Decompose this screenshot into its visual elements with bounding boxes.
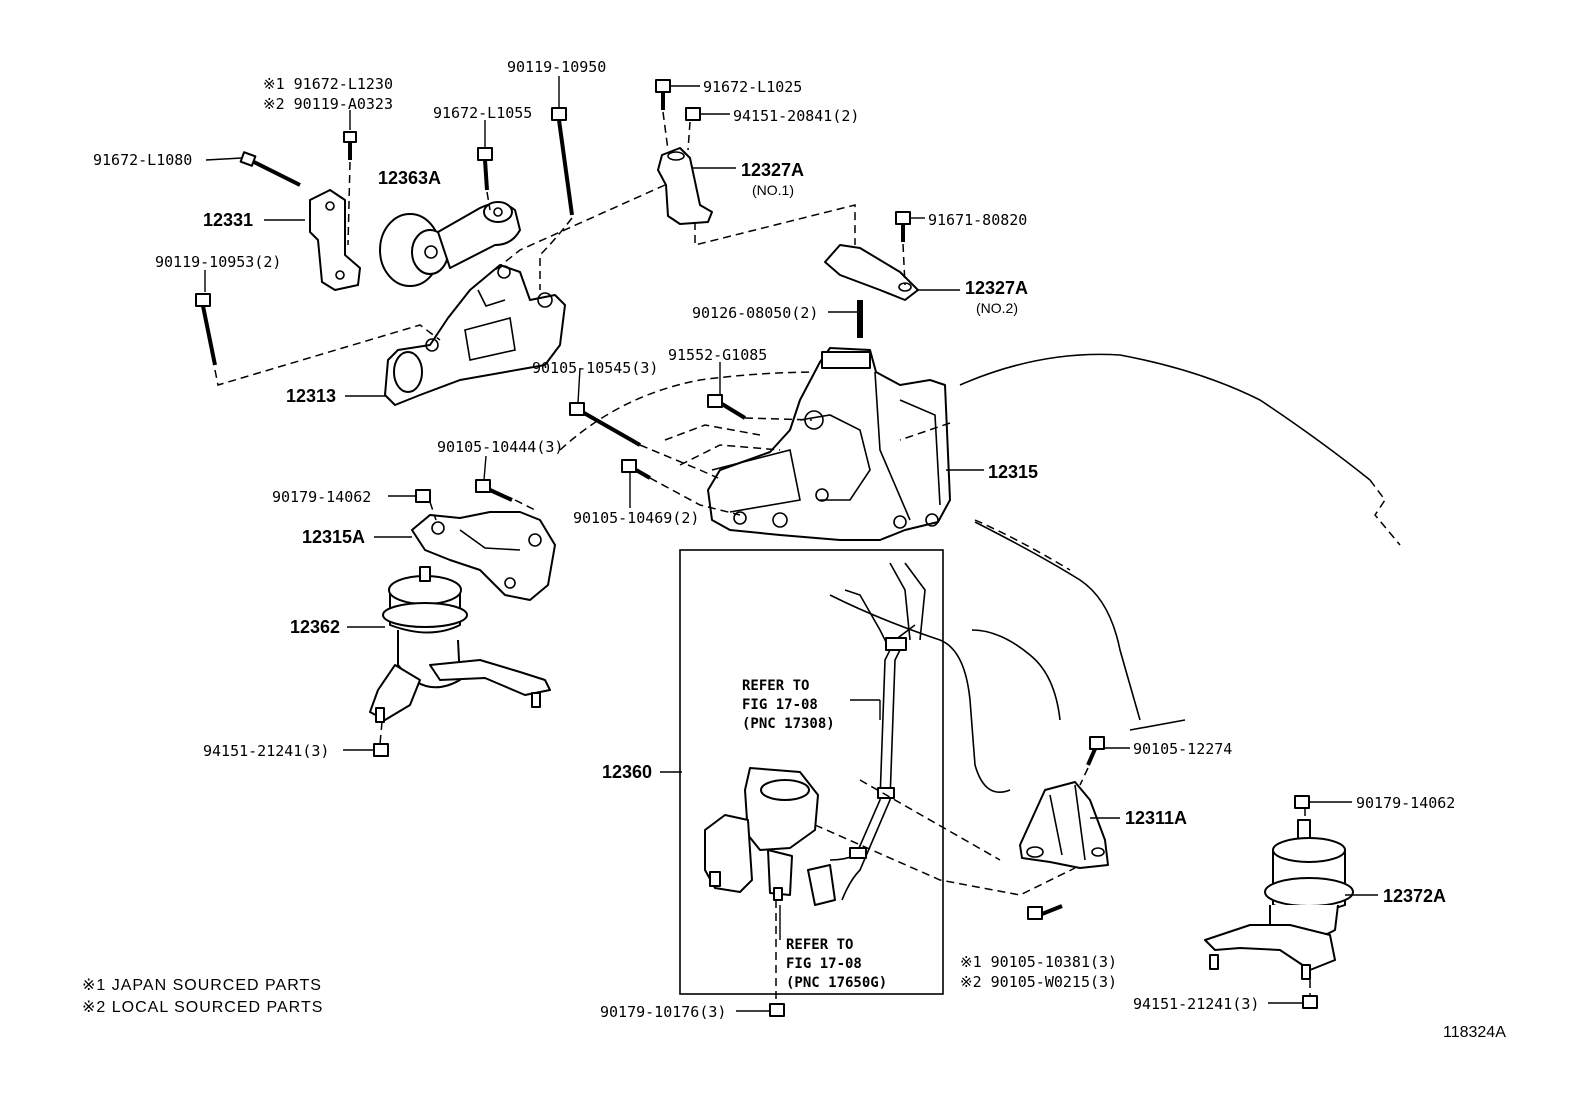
callout-12327A-no1: 12327A (741, 160, 804, 180)
dashed-alignment-lines (214, 111, 1311, 1004)
callout-90179-14062-a: 90179-14062 (272, 488, 371, 506)
callout-90179-14062-b: 90179-14062 (1356, 794, 1455, 812)
callout-91672-L1025: 91672-L1025 (703, 78, 802, 96)
callout-90119-10950: 90119-10950 (507, 58, 606, 76)
fastener-90179-10176-icon (769, 1003, 785, 1017)
fastener-94151-21241-a-icon (373, 743, 389, 757)
callout-12331: 12331 (203, 210, 253, 230)
bracket-12315 (707, 347, 951, 541)
callout-12372A: 12372A (1383, 886, 1446, 906)
fastener-91672-L1025-icon (655, 79, 671, 110)
engine-outline (559, 353, 1401, 793)
engine-mount-12372A (1204, 819, 1354, 980)
callout-91672-L1080: 91672-L1080 (93, 151, 192, 169)
figure-id: 118324A (1443, 1024, 1506, 1041)
callout-90105-10444: 90105-10444(3) (437, 438, 563, 456)
fastener-91552-G1085-icon (707, 394, 747, 420)
fastener-94151-20841-icon (685, 107, 701, 121)
fastener-90105-10545-icon (569, 402, 641, 447)
bracket-12311A (1019, 781, 1109, 869)
fastener-94151-21241-b-icon (1302, 995, 1318, 1009)
callout-90105-10545: 90105-10545(3) (532, 359, 658, 377)
callout-12362: 12362 (290, 617, 340, 637)
refer-to-1-line1: REFER TO (742, 678, 809, 694)
callout-12313: 12313 (286, 386, 336, 406)
fastener-90179-14062-a-icon (415, 489, 431, 503)
callout-94151-21241-b: 94151-21241(3) (1133, 995, 1259, 1013)
fastener-90105-10469-icon (621, 459, 651, 480)
callout-90179-10176: 90179-10176(3) (600, 1003, 726, 1021)
callout-91552-G1085: 91552-G1085 (668, 346, 767, 364)
note-japan-sourced: ※1 JAPAN SOURCED PARTS (82, 977, 322, 994)
callout-90105-12274: 90105-12274 (1133, 740, 1232, 758)
fastener-90119-A0323-icon (343, 131, 357, 160)
callout-90119-10953: 90119-10953(2) (155, 253, 281, 271)
callout-90119-A0323: ※2 90119-A0323 (263, 95, 393, 113)
refer-to-2-line1: REFER TO (786, 937, 853, 953)
fastener-90105-12274-icon (1086, 736, 1105, 766)
fastener-91672-L1080-icon (239, 151, 301, 187)
callout-12311A: 12311A (1125, 808, 1187, 828)
bracket-12327A-no1 (657, 147, 713, 225)
fastener-90119-10950-icon (551, 107, 574, 216)
torque-rod-12363A (379, 201, 521, 287)
fastener-90105-10444-icon (475, 479, 513, 502)
bracket-12331 (309, 189, 361, 291)
fastener-90105-10381-icon (1027, 904, 1063, 920)
bracket-12315A (411, 511, 556, 601)
fastener-91672-L1055-icon (477, 147, 493, 191)
callout-94151-20841: 94151-20841(2) (733, 107, 859, 125)
callout-12327A-no1-sub: (NO.1) (752, 182, 794, 198)
mount-assembly-12360 (704, 562, 926, 906)
leader-lines (204, 76, 1378, 1012)
engine-mount-12362 (369, 566, 551, 723)
fastener-91671-80820-icon (895, 211, 911, 242)
callout-91672-L1055: 91672-L1055 (433, 104, 532, 122)
callout-90105-W0215: ※2 90105-W0215(3) (960, 973, 1117, 991)
callout-12363A: 12363A (378, 168, 441, 188)
refer-to-2-line2: FIG 17-08 (786, 956, 862, 972)
callout-12327A-no2-sub: (NO.2) (976, 300, 1018, 316)
callout-90105-10469: 90105-10469(2) (573, 509, 699, 527)
callout-12327A-no2: 12327A (965, 278, 1028, 298)
note-local-sourced: ※2 LOCAL SOURCED PARTS (82, 999, 323, 1016)
callout-12360: 12360 (602, 762, 652, 782)
refer-to-1-line2: FIG 17-08 (742, 697, 818, 713)
callout-91672-L1230: ※1 91672-L1230 (263, 75, 393, 93)
callout-12315: 12315 (988, 462, 1038, 482)
refer-to-2-line3: (PNC 17650G) (786, 975, 887, 991)
fastener-90119-10953-icon (195, 293, 217, 366)
box-12360 (679, 549, 944, 995)
callout-12315A: 12315A (302, 527, 365, 547)
callout-91671-80820: 91671-80820 (928, 211, 1027, 229)
fastener-90179-14062-b-icon (1294, 795, 1310, 809)
callout-94151-21241-a: 94151-21241(3) (203, 742, 329, 760)
callout-90126-08050: 90126-08050(2) (692, 304, 818, 322)
refer-to-1-line3: (PNC 17308) (742, 716, 835, 732)
callout-90105-10381: ※1 90105-10381(3) (960, 953, 1117, 971)
bracket-12313 (384, 264, 566, 406)
